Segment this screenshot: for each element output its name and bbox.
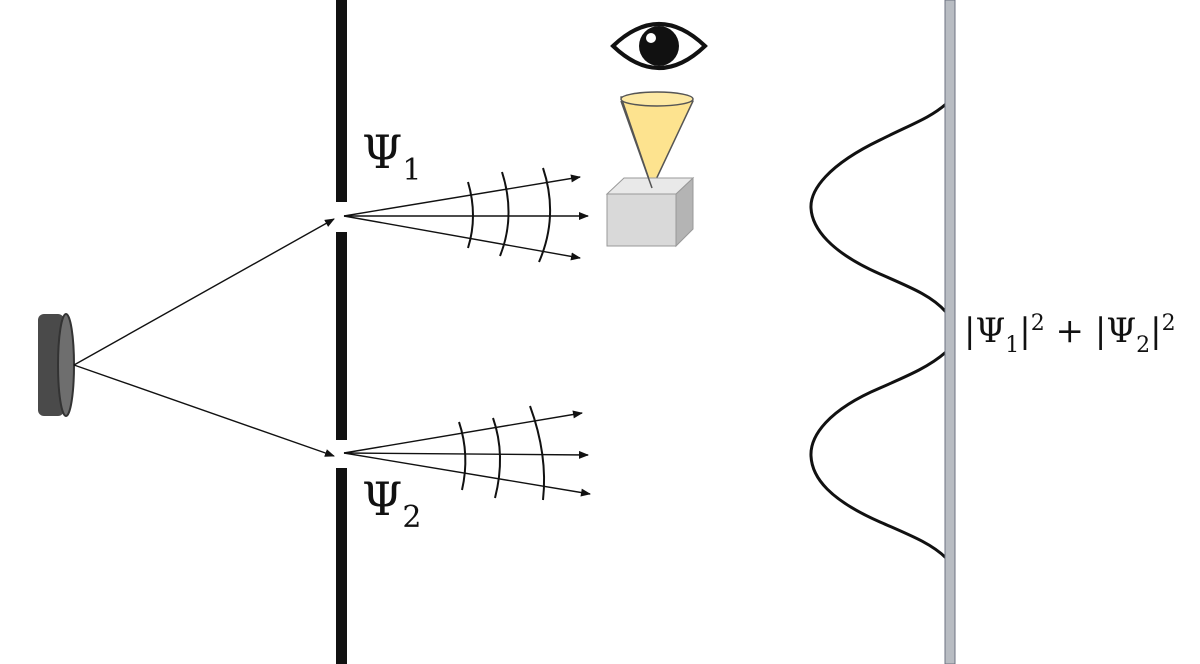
detector-box (605, 100, 695, 248)
intensity-formula: |Ψ1|2 + |Ψ2|2 (964, 311, 1176, 358)
barrier-bottom (336, 468, 347, 664)
source-rays (73, 218, 335, 457)
slit-barrier (336, 0, 347, 664)
detection-screen (944, 0, 956, 664)
barrier-middle (336, 232, 347, 440)
slit-2-wavefronts (458, 405, 546, 501)
intensity-curve (809, 102, 948, 560)
light-source (38, 313, 75, 417)
psi-2-label: Ψ2 (362, 472, 421, 535)
psi-1-label: Ψ1 (362, 125, 421, 188)
slit-1-rays (343, 174, 589, 261)
slit-1-wavefronts (467, 167, 552, 263)
barrier-top (336, 0, 347, 202)
eye-icon (610, 22, 708, 70)
observation-cone (620, 91, 694, 189)
